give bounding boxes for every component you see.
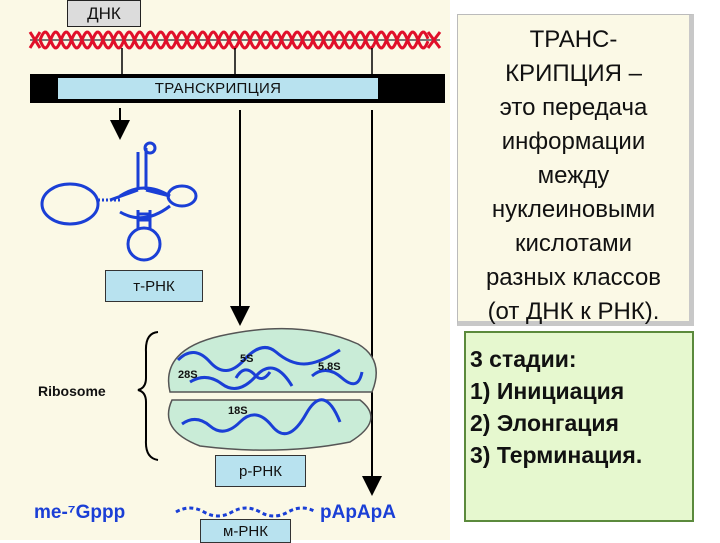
definition-line-6: нуклеиновыми [491, 196, 656, 223]
definition-line-9: (от ДНК к РНК). [487, 298, 660, 325]
right-margin [708, 0, 720, 540]
stages-box: 3 стадии: 1) Инициация 2) Элонгация 3) Т… [464, 331, 694, 522]
dna-strand-b [38, 30, 430, 50]
dna-strand-a [38, 30, 430, 50]
definition-title-line-2: КРИПЦИЯ – [505, 60, 642, 87]
definition-title-line-1: ТРАНС- [529, 26, 618, 53]
rrna-5s-label: 5S [240, 353, 253, 365]
rrna-58s-label: 5.8S [318, 361, 341, 373]
trna-cloverleaf [40, 141, 198, 262]
stage-termination: 3) Терминация. [470, 442, 643, 468]
mrna-label: м-РНК [200, 519, 291, 543]
dna-end-cross-right [426, 31, 442, 49]
transcription-label: ТРАНСКРИПЦИЯ [58, 78, 378, 99]
transcription-diagram: Ribosome 28S 5S 5.8S 18S me-⁷Gppp pApApA [28, 30, 442, 523]
dna-end-cross-left [28, 31, 42, 49]
mrna-cap-label: me-⁷Gppp [34, 502, 125, 523]
rrna-28s-label: 28S [178, 369, 198, 381]
ribosome-bracket [137, 331, 159, 461]
stage-elongation: 2) Элонгация [470, 410, 619, 436]
stages-heading: 3 стадии: [470, 346, 577, 372]
dna-label: ДНК [67, 0, 141, 27]
stage-initiation: 1) Инициация [470, 378, 625, 404]
ribosome-label: Ribosome [38, 383, 106, 399]
dna-double-helix [28, 30, 442, 74]
mrna-strand: me-⁷Gppp pApApA [34, 502, 396, 523]
ribosome-small-subunit: 18S [167, 398, 372, 451]
diagram-panel: Ribosome 28S 5S 5.8S 18S me-⁷Gppp pApApA… [0, 0, 450, 543]
rrna-18s-label: 18S [228, 405, 248, 417]
trna-label: т-РНК [105, 270, 203, 302]
mrna-polya-label: pApApA [320, 502, 396, 523]
definition-box: ТРАНС- КРИПЦИЯ – это передача информации… [457, 14, 694, 326]
definition-line-5: между [537, 162, 610, 189]
ribosome-large-subunit: 28S 5S 5.8S [167, 327, 377, 393]
definition-line-4: информации [501, 128, 646, 155]
rrna-label: р-РНК [215, 455, 306, 487]
definition-line-7: кислотами [515, 230, 632, 257]
definition-line-8: разных классов [485, 264, 662, 291]
definition-line-3: это передача [499, 94, 648, 121]
